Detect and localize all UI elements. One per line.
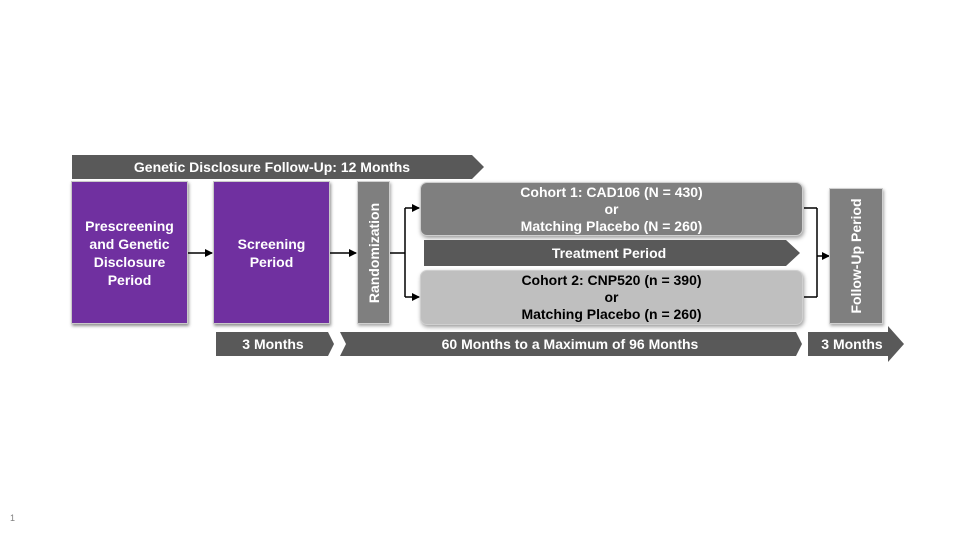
duration-screening-shape (216, 332, 334, 356)
cohort-2-box: Cohort 2: CNP520 (n = 390) or Matching P… (420, 270, 803, 325)
followup-box: Follow-Up Period (829, 188, 883, 324)
duration-screening-banner: 3 Months (242, 336, 304, 352)
duration-followup-shape (808, 326, 904, 362)
genetic-followup-banner: Genetic Disclosure Follow-Up: 12 Months (133, 159, 411, 175)
cohort-2-label: Cohort 2: CNP520 (n = 390) or Matching P… (521, 272, 702, 322)
randomization-box: Randomization (357, 181, 390, 324)
prescreening-label: Prescreening and Genetic Disclosure Peri… (85, 217, 174, 288)
treatment-period-banner: Treatment Period (551, 245, 667, 261)
cohort-1-label: Cohort 1: CAD106 (N = 430) or Matching P… (520, 183, 703, 234)
treatment-banner-shape (424, 240, 800, 266)
duration-followup-banner: 3 Months (821, 336, 883, 352)
followup-label: Follow-Up Period (848, 198, 864, 314)
screening-label: Screening Period (237, 235, 306, 270)
duration-treatment-banner: 60 Months to a Maximum of 96 Months (441, 336, 699, 352)
prescreening-box: Prescreening and Genetic Disclosure Peri… (71, 181, 188, 324)
genetic-followup-banner-shape (72, 155, 484, 179)
screening-box: Screening Period (213, 181, 330, 324)
page-number: 1 (10, 513, 16, 523)
randomization-label: Randomization (365, 202, 382, 303)
cohort-1-box: Cohort 1: CAD106 (N = 430) or Matching P… (420, 182, 803, 236)
duration-treatment-shape (340, 332, 802, 356)
